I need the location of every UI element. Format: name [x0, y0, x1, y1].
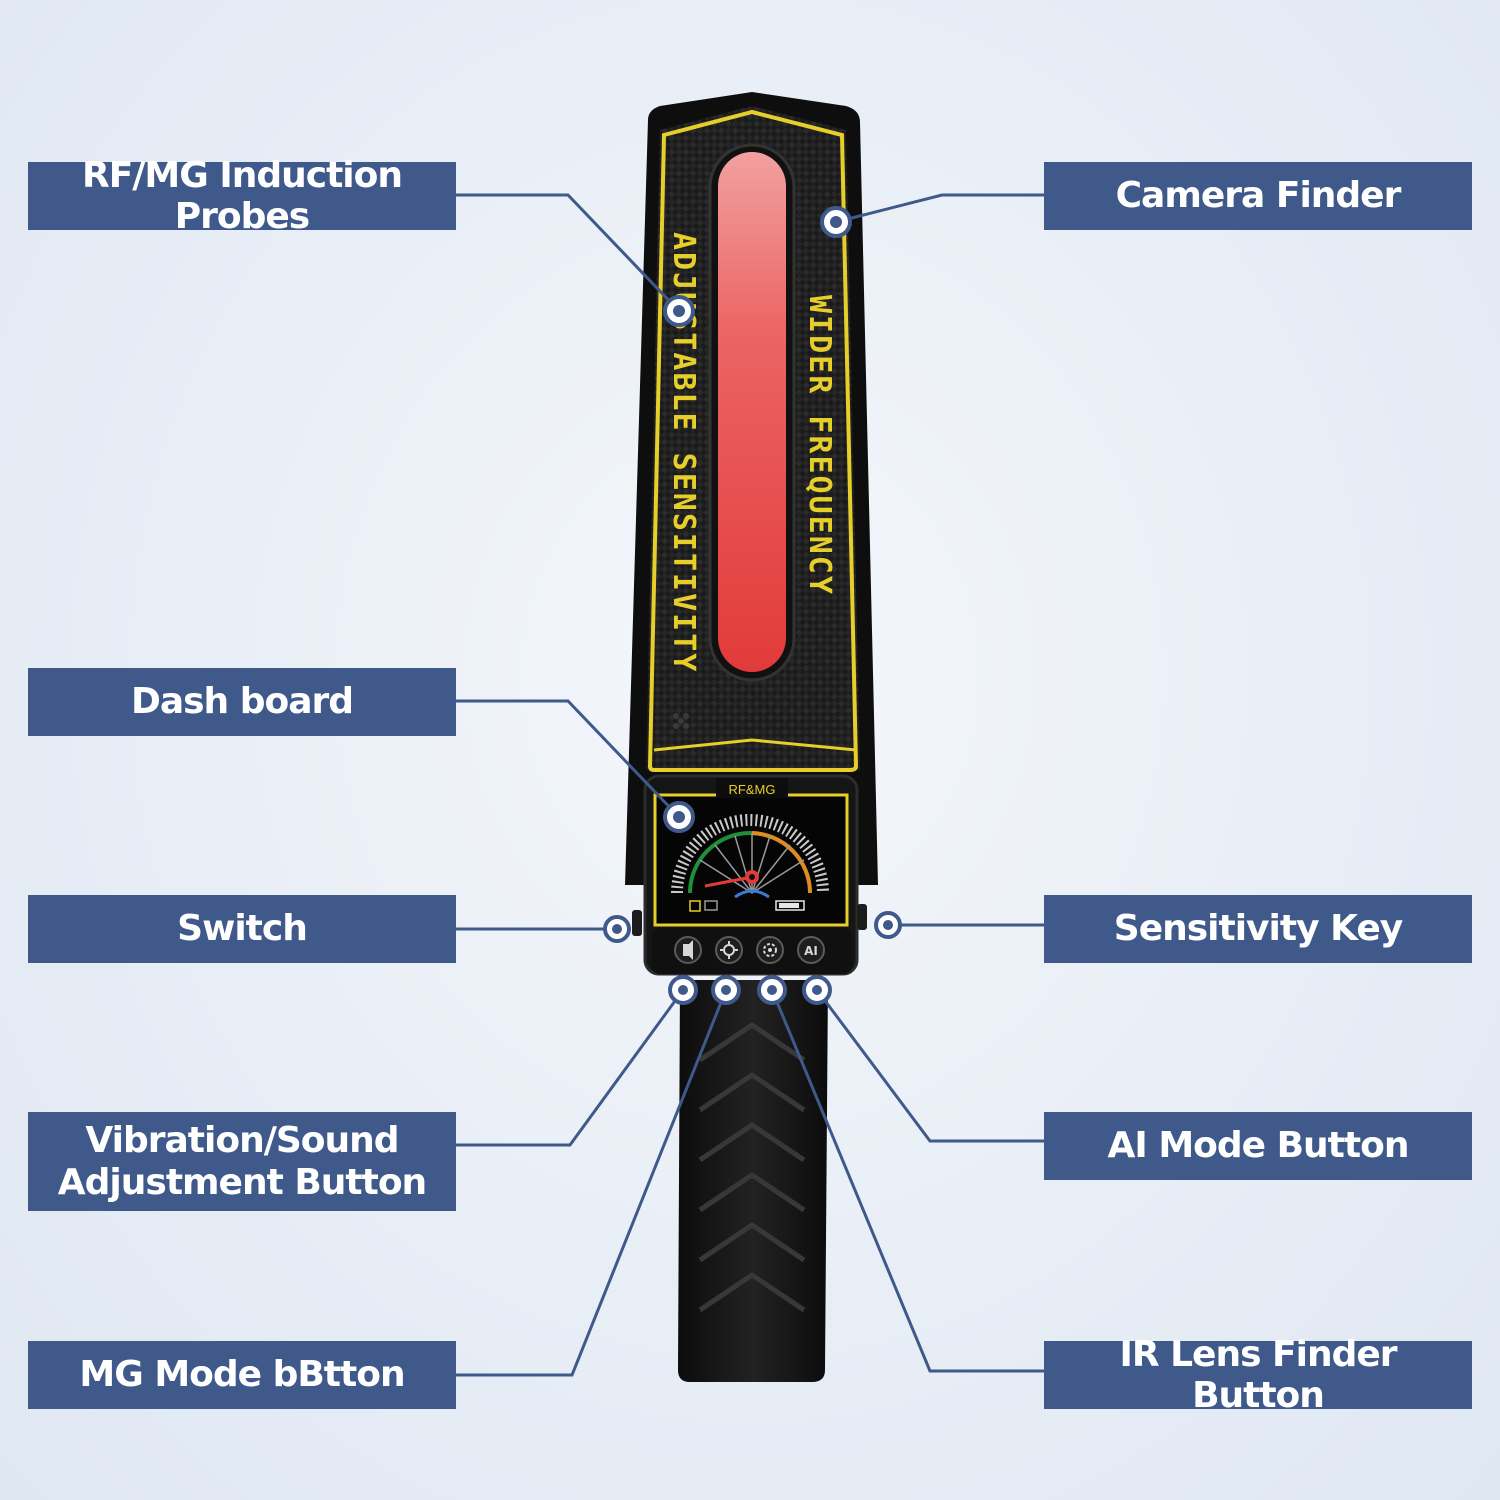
label-rf-mg-induction-probes: RF/MG Induction Probes: [28, 155, 456, 237]
side-text-right: WIDER FREQUENCY: [802, 295, 837, 596]
mg-mode-button[interactable]: [715, 936, 743, 964]
vibration-sound-button[interactable]: [674, 936, 702, 964]
label-dash-board: Dash board: [28, 668, 456, 736]
dot-switch: [603, 915, 631, 943]
button-row: AI: [652, 928, 852, 974]
dot-mg-mode: [711, 975, 741, 1005]
label-ir-lens-finder-button: IR Lens Finder Button: [1044, 1334, 1472, 1416]
ai-button-glyph: AI: [804, 944, 818, 958]
probe-window: [708, 143, 796, 682]
dot-dash-board: [663, 801, 695, 833]
callout-dots: [603, 206, 902, 1005]
sensitivity-key[interactable]: [857, 904, 867, 930]
label-camera-finder: Camera Finder: [1044, 162, 1472, 230]
dot-rf-mg-probes: [663, 295, 695, 327]
screen-title: RF&MG: [729, 782, 776, 797]
dot-ir-lens: [757, 975, 787, 1005]
label-mg-mode-button: MG Mode bBtton: [28, 1341, 456, 1409]
leader-lines: [456, 193, 1044, 1377]
label-sensitivity-key: Sensitivity Key: [1044, 895, 1472, 963]
label-ai-mode-button: AI Mode Button: [1044, 1112, 1472, 1180]
dashboard: RF&MG: [643, 774, 859, 976]
label-vibration-sound-adjustment-button: Vibration/Sound Adjustment Button: [28, 1112, 456, 1211]
ai-mode-button[interactable]: AI: [797, 936, 825, 964]
dot-ai-mode: [802, 975, 832, 1005]
speaker-grille: [673, 713, 689, 729]
dot-vibration-sound: [668, 975, 698, 1005]
dot-camera-finder: [820, 206, 852, 238]
power-switch[interactable]: [632, 910, 642, 936]
label-switch: Switch: [28, 895, 456, 963]
device-handle: [678, 980, 828, 1382]
dot-sensitivity-key: [874, 911, 902, 939]
ir-lens-finder-button[interactable]: [756, 936, 784, 964]
